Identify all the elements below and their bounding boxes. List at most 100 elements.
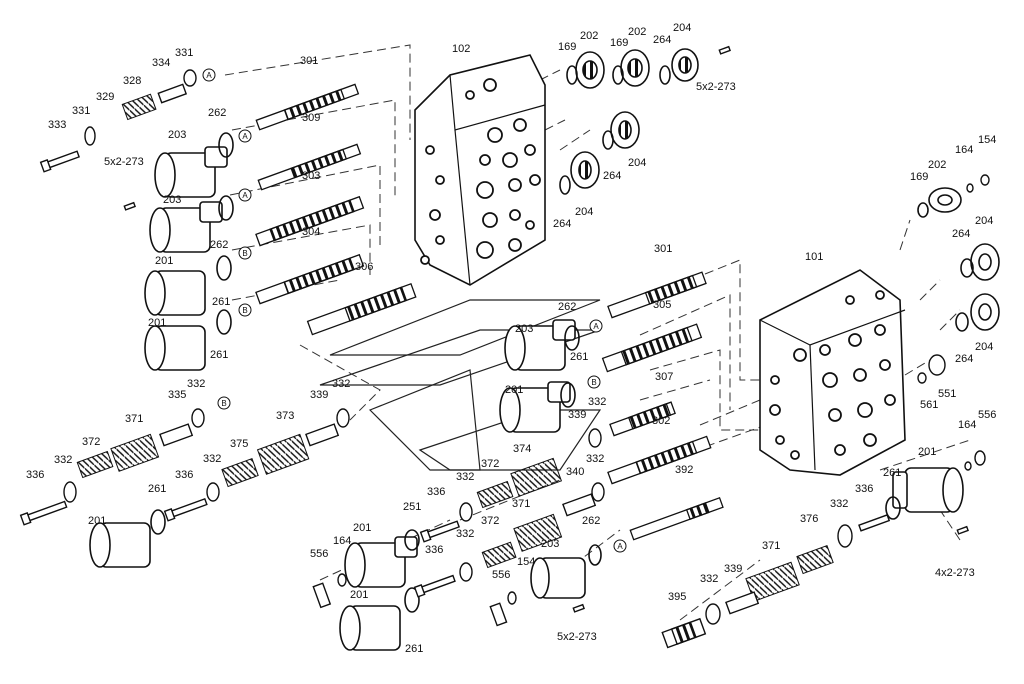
callout-261: 261 bbox=[405, 643, 423, 655]
callout-164: 164 bbox=[958, 419, 976, 431]
reference-markers: A A A B B A B B A bbox=[202, 68, 627, 553]
callout-333: 333 bbox=[48, 119, 66, 131]
callout-201: 201 bbox=[148, 317, 166, 329]
callout-332: 332 bbox=[588, 396, 606, 408]
callout-201: 201 bbox=[155, 255, 173, 267]
o-rings bbox=[150, 65, 974, 613]
callout-204: 204 bbox=[628, 157, 646, 169]
springs bbox=[76, 93, 834, 602]
callout-332: 332 bbox=[456, 528, 474, 540]
marker-b: B bbox=[238, 303, 252, 317]
marker-b: B bbox=[238, 246, 252, 260]
callout-305: 305 bbox=[653, 299, 671, 311]
callout-339: 339 bbox=[724, 563, 742, 575]
callout-331: 331 bbox=[72, 105, 90, 117]
callout-395: 395 bbox=[668, 591, 686, 603]
callout-204: 204 bbox=[975, 341, 993, 353]
callout-102: 102 bbox=[452, 43, 470, 55]
svg-text:B: B bbox=[591, 378, 596, 387]
callout-309: 309 bbox=[302, 112, 320, 124]
callout-5x2-273: 5x2-273 bbox=[557, 631, 597, 643]
callout-551: 551 bbox=[938, 388, 956, 400]
callout-201: 201 bbox=[88, 515, 106, 527]
marker-a: A bbox=[202, 68, 216, 82]
callout-203: 203 bbox=[541, 538, 559, 550]
callout-261: 261 bbox=[883, 467, 901, 479]
callout-332: 332 bbox=[187, 378, 205, 390]
callout-372: 372 bbox=[82, 436, 100, 448]
callout-5x2-273: 5x2-273 bbox=[696, 81, 736, 93]
callout-373: 373 bbox=[276, 410, 294, 422]
callout-169: 169 bbox=[910, 171, 928, 183]
callout-372: 372 bbox=[481, 458, 499, 470]
callout-332: 332 bbox=[332, 378, 350, 390]
callout-261: 261 bbox=[570, 351, 588, 363]
callout-331: 331 bbox=[175, 47, 193, 59]
callout-301: 301 bbox=[654, 243, 672, 255]
callout-336: 336 bbox=[26, 469, 44, 481]
callout-336: 336 bbox=[855, 483, 873, 495]
marker-a: A bbox=[613, 539, 627, 553]
svg-text:A: A bbox=[617, 542, 623, 551]
callout-164: 164 bbox=[955, 144, 973, 156]
callout-261: 261 bbox=[148, 483, 166, 495]
callout-332: 332 bbox=[203, 453, 221, 465]
callout-302: 302 bbox=[652, 415, 670, 427]
callout-304: 304 bbox=[302, 226, 320, 238]
marker-a: A bbox=[589, 319, 603, 333]
callout-262: 262 bbox=[210, 239, 228, 251]
spools bbox=[255, 83, 724, 541]
covers bbox=[89, 146, 964, 651]
callout-203: 203 bbox=[168, 129, 186, 141]
callout-332: 332 bbox=[456, 471, 474, 483]
callout-261: 261 bbox=[210, 349, 228, 361]
callout-101: 101 bbox=[805, 251, 823, 263]
callout-4x2-273: 4x2-273 bbox=[935, 567, 975, 579]
callout-340: 340 bbox=[566, 466, 584, 478]
callout-306: 306 bbox=[355, 261, 373, 273]
callout-335: 335 bbox=[168, 389, 186, 401]
callout-262: 262 bbox=[208, 107, 226, 119]
callout-339: 339 bbox=[310, 389, 328, 401]
callout-202: 202 bbox=[628, 26, 646, 38]
callout-labels: 331 334 328 329 331 333 203 5x2-273 203 … bbox=[26, 22, 996, 655]
marker-b: B bbox=[587, 375, 601, 389]
callout-154: 154 bbox=[978, 134, 996, 146]
callout-371: 371 bbox=[512, 498, 530, 510]
callout-307: 307 bbox=[655, 371, 673, 383]
callout-201: 201 bbox=[918, 446, 936, 458]
callout-336: 336 bbox=[425, 544, 443, 556]
callout-392: 392 bbox=[675, 464, 693, 476]
callout-264: 264 bbox=[603, 170, 621, 182]
callout-169: 169 bbox=[610, 37, 628, 49]
svg-text:A: A bbox=[242, 191, 248, 200]
callout-264: 264 bbox=[955, 353, 973, 365]
callout-332: 332 bbox=[54, 454, 72, 466]
callout-5x2-273: 5x2-273 bbox=[104, 156, 144, 168]
callout-202: 202 bbox=[580, 30, 598, 42]
callout-164: 164 bbox=[333, 535, 351, 547]
valve-block-102 bbox=[414, 54, 546, 286]
callout-371: 371 bbox=[125, 413, 143, 425]
callout-201: 201 bbox=[353, 522, 371, 534]
callout-332: 332 bbox=[830, 498, 848, 510]
callout-264: 264 bbox=[553, 218, 571, 230]
callout-371: 371 bbox=[762, 540, 780, 552]
callout-329: 329 bbox=[96, 91, 114, 103]
callout-204: 204 bbox=[975, 215, 993, 227]
svg-text:B: B bbox=[242, 249, 247, 258]
callout-204: 204 bbox=[673, 22, 691, 34]
flanges bbox=[570, 48, 1000, 331]
callout-375: 375 bbox=[230, 438, 248, 450]
callout-262: 262 bbox=[582, 515, 600, 527]
callout-262: 262 bbox=[558, 301, 576, 313]
callout-332: 332 bbox=[700, 573, 718, 585]
callout-556: 556 bbox=[978, 409, 996, 421]
callout-301: 301 bbox=[300, 55, 318, 67]
valve-block-101 bbox=[759, 269, 906, 476]
callout-372: 372 bbox=[481, 515, 499, 527]
callout-334: 334 bbox=[152, 57, 170, 69]
svg-text:A: A bbox=[242, 132, 248, 141]
callout-374: 374 bbox=[513, 443, 531, 455]
